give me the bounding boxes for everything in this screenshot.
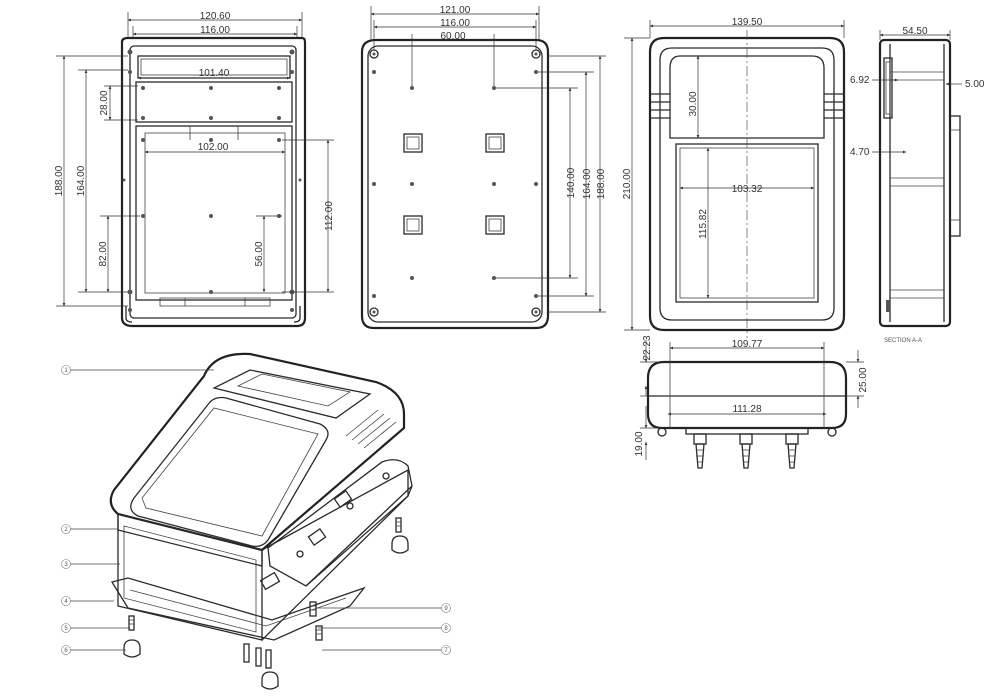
exploded-lid-window bbox=[130, 396, 329, 548]
dim-back-center-span: 60.00 bbox=[440, 31, 465, 42]
dim-side-overall-width: 54.50 bbox=[902, 26, 927, 37]
front-holes bbox=[122, 49, 302, 312]
dim-bottom-gland-height: 19.00 bbox=[634, 431, 645, 456]
dim-front-hole-span-height: 164.00 bbox=[76, 165, 87, 196]
dim-bottom-right-height: 25.00 bbox=[858, 367, 869, 392]
dim-back-height-188: 188.00 bbox=[596, 168, 607, 199]
dim-cover-overall-width: 139.50 bbox=[732, 17, 763, 28]
dim-front-overall-height: 188.00 bbox=[54, 165, 65, 196]
exploded-back-plate bbox=[267, 459, 413, 587]
dim-front-inner-width: 116.00 bbox=[200, 25, 230, 36]
dim-front-main-window-width: 102.00 bbox=[198, 142, 229, 153]
exploded-lid bbox=[109, 352, 406, 552]
dim-cover-top-panel-height: 30.00 bbox=[688, 91, 699, 116]
back-mount-bosses bbox=[403, 133, 505, 235]
cover-dimensions: 139.50 210.00 30.00 103.32 115.82 bbox=[622, 17, 845, 331]
balloon-9: 9 bbox=[444, 606, 448, 612]
front-view-outline bbox=[120, 36, 307, 328]
exploded-balloons: 1 2 3 4 5 6 7 8 9 bbox=[61, 365, 451, 655]
balloon-1: 1 bbox=[64, 368, 68, 374]
bottom-view: 109.77 111.28 22.23 25.00 19.00 bbox=[634, 335, 869, 469]
cable-glands bbox=[657, 427, 837, 469]
dim-front-lower-height: 82.00 bbox=[98, 241, 109, 266]
dim-cover-window-width: 103.32 bbox=[732, 184, 763, 195]
dim-front-top-window-width: 101.40 bbox=[199, 68, 230, 79]
exploded-view: 1 2 3 4 5 6 7 8 9 bbox=[61, 352, 451, 690]
cover-view-outline bbox=[648, 36, 846, 332]
dim-cover-overall-height: 210.00 bbox=[622, 168, 633, 199]
dim-bottom-top-width: 109.77 bbox=[732, 339, 763, 350]
exploded-bottom-frame bbox=[110, 577, 366, 641]
back-view: 121.00 116.00 60.00 140.00 164.00 188.00 bbox=[360, 5, 607, 330]
balloon-8: 8 bbox=[444, 626, 448, 632]
dim-side-a: 6.92 bbox=[850, 75, 870, 86]
cover-top-panel bbox=[669, 55, 825, 139]
dim-bottom-left-height: 22.23 bbox=[642, 335, 653, 360]
bottom-dimensions: 109.77 111.28 22.23 25.00 19.00 bbox=[634, 335, 869, 460]
side-dimensions: 54.50 6.92 5.00 4.70 SECTION A-A bbox=[850, 26, 985, 344]
dim-front-overall-width: 120.60 bbox=[200, 11, 231, 22]
balloon-4: 4 bbox=[64, 599, 68, 605]
front-main-window bbox=[135, 125, 293, 301]
cover-view: 139.50 210.00 30.00 103.32 115.82 bbox=[622, 17, 846, 338]
back-dimensions: 121.00 116.00 60.00 140.00 164.00 188.00 bbox=[370, 5, 607, 313]
balloon-2: 2 bbox=[64, 527, 68, 533]
exploded-screws bbox=[128, 517, 402, 669]
cover-ribs bbox=[650, 93, 844, 119]
dim-back-overall-width: 121.00 bbox=[440, 5, 471, 16]
dim-back-hole-span-width: 116.00 bbox=[440, 18, 470, 29]
exploded-caps bbox=[123, 535, 409, 690]
bottom-view-outline bbox=[646, 360, 848, 430]
dim-back-height-164: 164.00 bbox=[582, 168, 593, 199]
back-view-outline bbox=[360, 38, 550, 330]
dim-bottom-bottom-width: 111.28 bbox=[732, 404, 762, 415]
side-view: 54.50 6.92 5.00 4.70 SECTION A-A bbox=[850, 26, 985, 344]
back-holes bbox=[369, 49, 541, 317]
dim-cover-window-height: 115.82 bbox=[698, 209, 709, 239]
balloon-7: 7 bbox=[444, 648, 448, 654]
dim-front-right-height: 112.00 bbox=[324, 201, 335, 231]
balloon-5: 5 bbox=[64, 626, 68, 632]
side-section-label: SECTION A-A bbox=[884, 338, 922, 344]
side-mount-bracket bbox=[949, 115, 961, 237]
dim-front-top-window-height: 28.00 bbox=[99, 90, 110, 115]
dim-side-b: 5.00 bbox=[965, 79, 985, 90]
dim-front-small-height: 56.00 bbox=[254, 241, 265, 266]
front-view: 120.60 116.00 101.40 102.00 188.00 164.0… bbox=[54, 11, 335, 328]
dim-side-c: 4.70 bbox=[850, 147, 870, 158]
balloon-6: 6 bbox=[64, 648, 68, 654]
balloon-3: 3 bbox=[64, 562, 68, 568]
dim-back-height-140: 140.00 bbox=[566, 167, 577, 198]
front-dimensions: 120.60 116.00 101.40 102.00 188.00 164.0… bbox=[54, 11, 335, 307]
